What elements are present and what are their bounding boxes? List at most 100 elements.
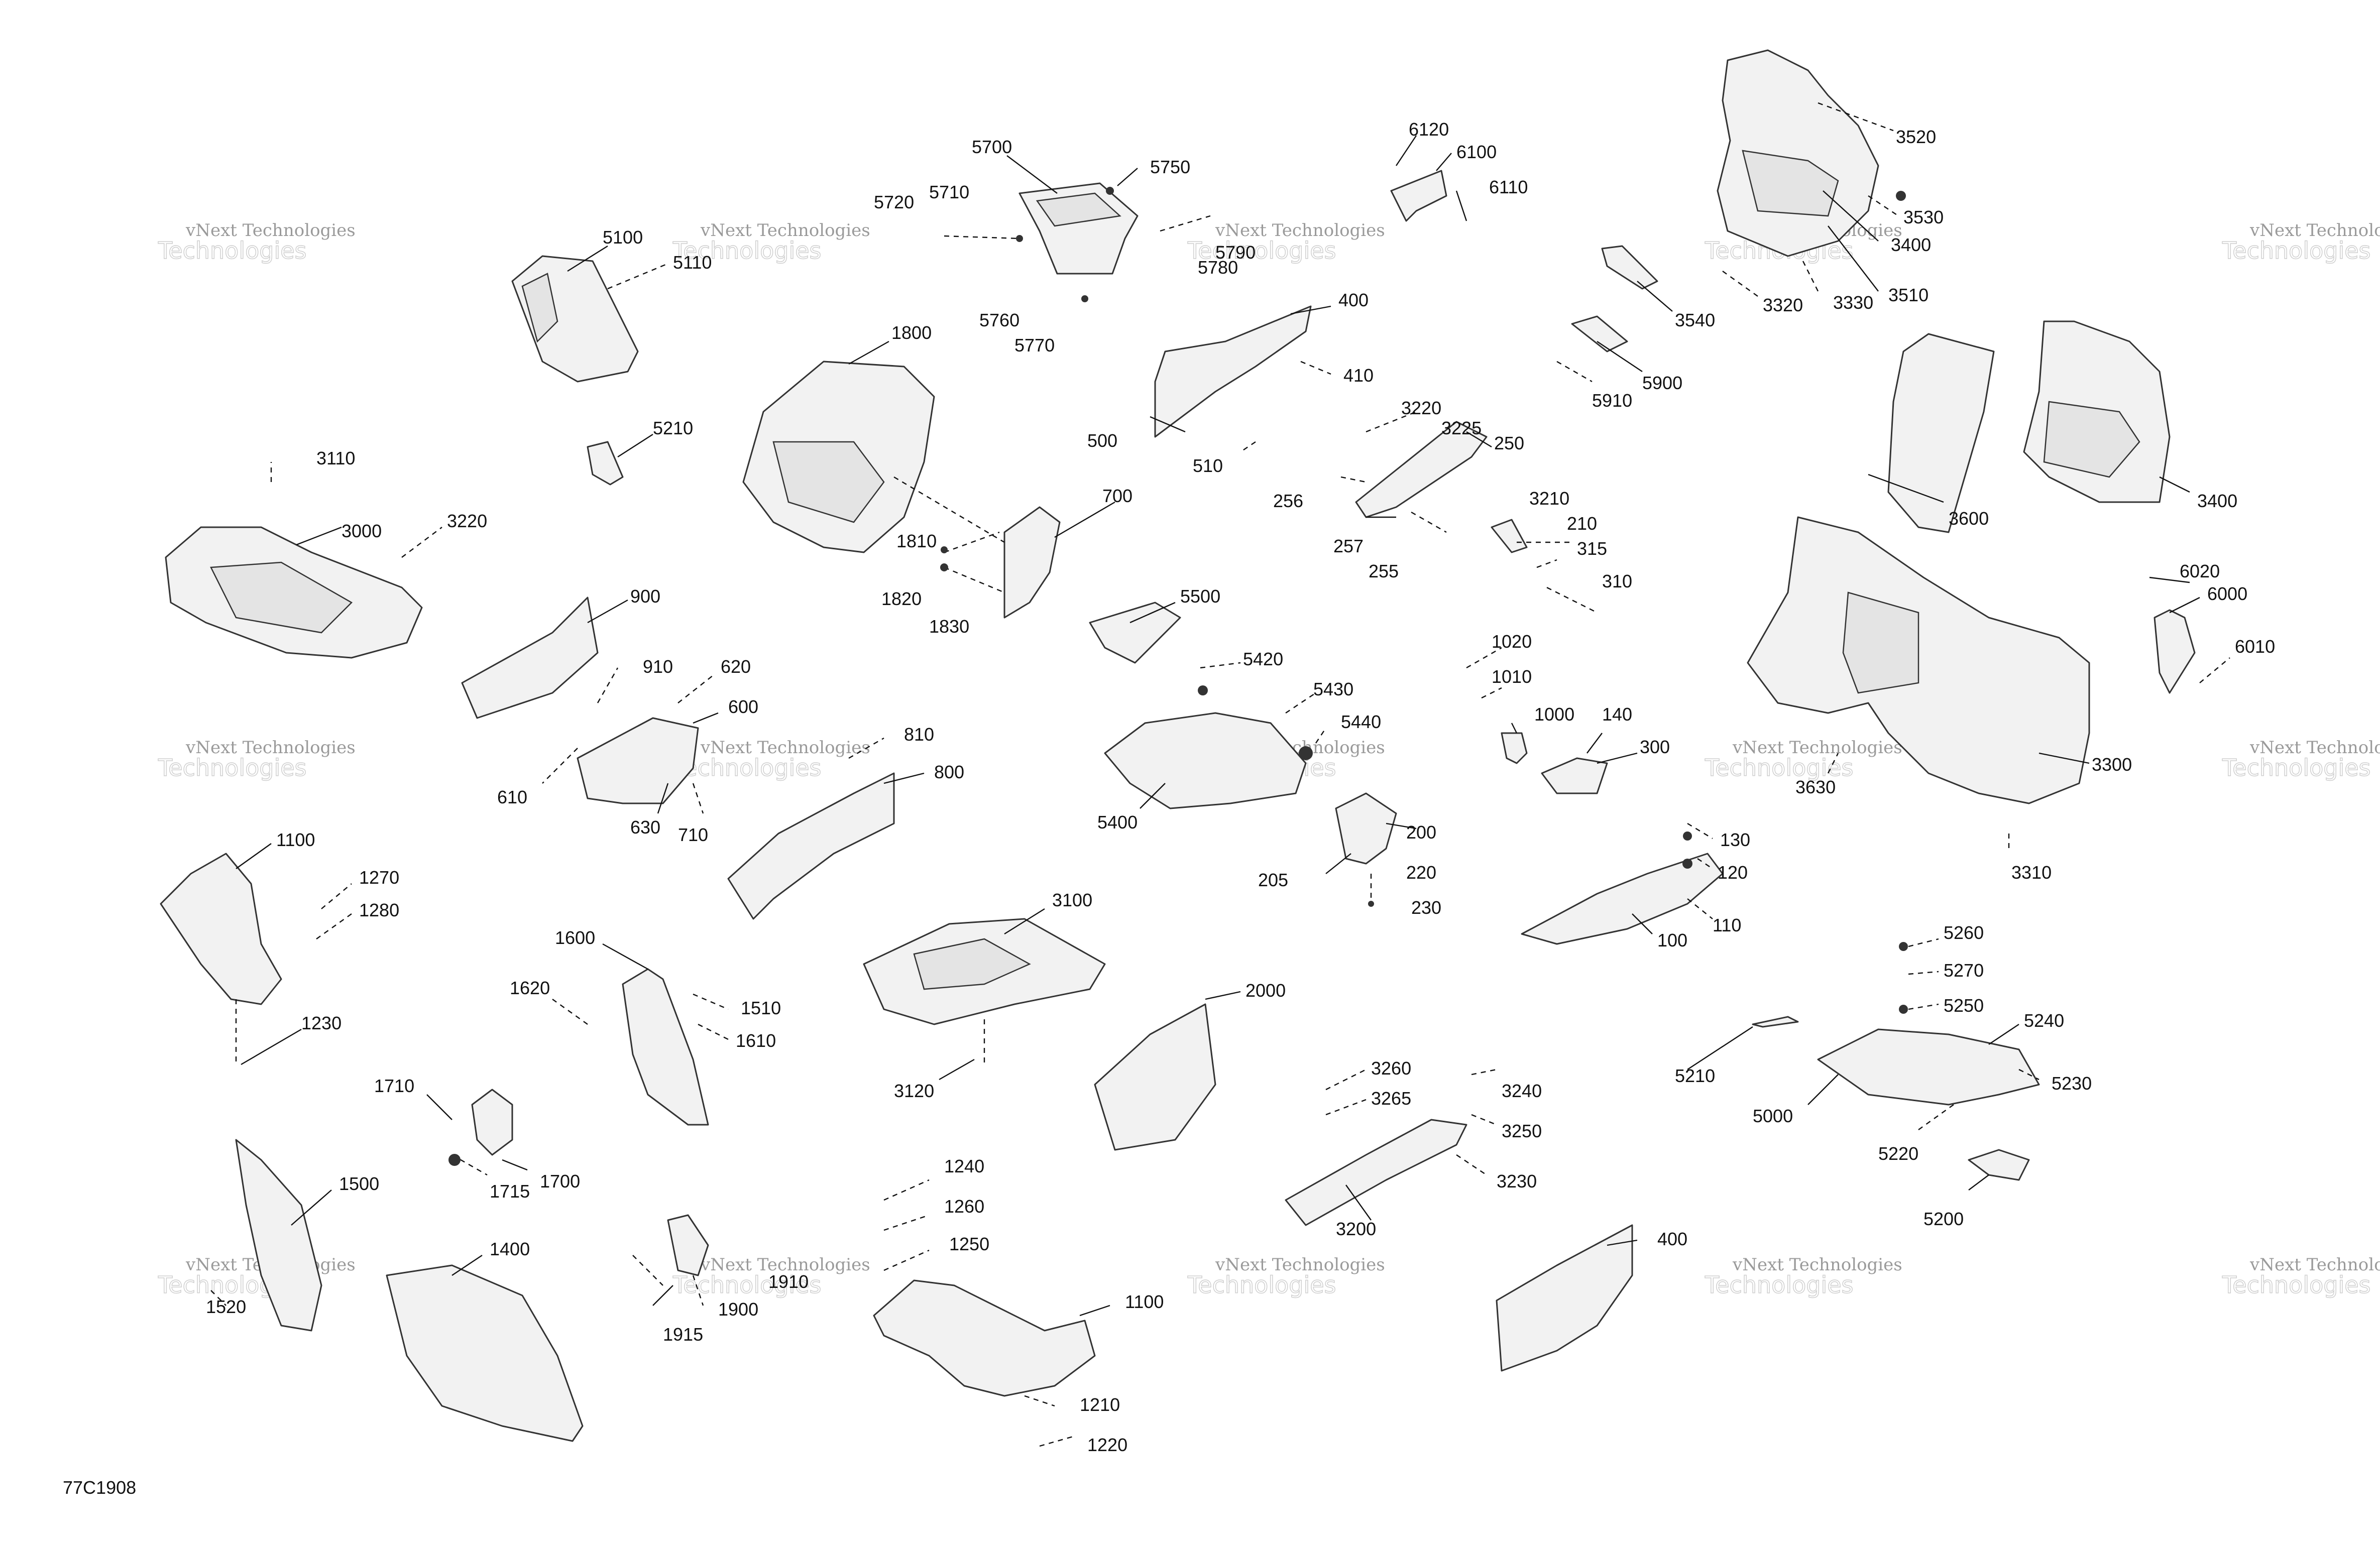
callout-label: 256 xyxy=(1273,491,1303,511)
hardware-markers xyxy=(448,187,1908,1166)
callout-label: 3225 xyxy=(1441,418,1482,438)
leader xyxy=(1455,190,1467,221)
leader xyxy=(2159,476,2190,493)
callout-label: 1230 xyxy=(301,1013,342,1033)
callout-label: 510 xyxy=(1193,455,1223,476)
callout-label: 700 xyxy=(1102,486,1132,506)
callout-label: 1830 xyxy=(929,616,969,637)
part-3300-tub xyxy=(1842,591,1919,694)
leader xyxy=(1607,1239,1638,1246)
callout-label: 3250 xyxy=(1502,1121,1542,1141)
part-3100-tread xyxy=(913,938,1031,990)
leader xyxy=(1908,1003,1939,1010)
leader xyxy=(1205,991,1241,1000)
leader xyxy=(1722,271,1758,297)
svg-text:Technologies: Technologies xyxy=(158,237,307,264)
leader xyxy=(2169,597,2200,614)
callout-label: 5760 xyxy=(979,310,1019,330)
watermark: vNext Technologies Technologies xyxy=(2221,220,2380,265)
fastener-dot xyxy=(1682,859,1692,869)
callout-label: 3320 xyxy=(1763,295,1803,315)
callout-label: 1610 xyxy=(736,1030,776,1051)
leader xyxy=(1325,853,1351,874)
callout-label: 5200 xyxy=(1923,1209,1964,1229)
part-600 xyxy=(577,717,699,804)
part-100 xyxy=(1521,853,1724,945)
fastener-dot xyxy=(941,546,948,553)
callout-label: 1250 xyxy=(949,1234,989,1254)
callout-label: 1820 xyxy=(881,588,922,609)
part-2000 xyxy=(1094,1003,1216,1151)
leader xyxy=(1687,822,1713,840)
callout-label: 400 xyxy=(1338,290,1369,310)
callout-label: 3000 xyxy=(342,521,382,541)
leader xyxy=(1597,341,1643,372)
leader xyxy=(1004,908,1045,935)
watermark: vNext Technologies Technologies xyxy=(1187,220,1385,265)
leader xyxy=(1456,1154,1487,1175)
callout-label: 200 xyxy=(1406,822,1436,843)
callout-label: 3630 xyxy=(1795,777,1836,797)
callout-label: 5100 xyxy=(603,227,643,248)
svg-text:Technologies: Technologies xyxy=(1705,754,1854,781)
callout-label: 1910 xyxy=(768,1271,809,1292)
leader xyxy=(1290,305,1331,315)
leader xyxy=(1345,1184,1372,1221)
part-5000 xyxy=(1817,1028,2040,1106)
callout-label: 3220 xyxy=(1401,398,1441,418)
fastener-dot xyxy=(1368,901,1374,907)
part-3400-upper xyxy=(1717,49,1879,257)
leader xyxy=(1140,783,1166,809)
leader xyxy=(451,1154,488,1176)
callout-label: 5230 xyxy=(2052,1073,2092,1094)
callout-label: 500 xyxy=(1087,430,1117,451)
leader xyxy=(1637,281,1673,312)
part-1100-bottom xyxy=(873,1279,1096,1397)
callout-label: 3330 xyxy=(1833,292,1873,313)
callout-label: 410 xyxy=(1343,365,1374,386)
leader xyxy=(1129,602,1176,624)
callout-label: 3530 xyxy=(1903,207,1944,227)
callout-label: 710 xyxy=(678,824,708,845)
callout-label: 5240 xyxy=(2024,1010,2064,1031)
callout-label: 120 xyxy=(1718,862,1748,883)
leader xyxy=(236,843,272,869)
leader xyxy=(1597,752,1638,764)
callout-label: 130 xyxy=(1720,829,1750,850)
watermark: vNext Technologies Technologies xyxy=(157,1255,356,1299)
callout-label: 220 xyxy=(1406,862,1436,883)
svg-text:vNext Technologies: vNext Technologies xyxy=(1215,1255,1385,1275)
callout-label: 6000 xyxy=(2207,583,2247,604)
callout-label: 3265 xyxy=(1371,1088,1411,1109)
leader xyxy=(848,737,884,759)
callout-label: 6020 xyxy=(2180,561,2220,581)
part-5900 xyxy=(1571,315,1628,352)
leader xyxy=(1054,501,1115,538)
callout-label: 5260 xyxy=(1944,922,1984,943)
callout-label: 1500 xyxy=(339,1173,379,1194)
leader xyxy=(944,531,1000,553)
callout-labels: 5700 5750 5720 5710 5780 5790 5760 5770 … xyxy=(206,119,2275,1455)
svg-text:Technologies: Technologies xyxy=(1705,1271,1854,1298)
callout-label: 5430 xyxy=(1313,679,1353,699)
svg-text:Technologies: Technologies xyxy=(672,237,822,264)
svg-text:vNext Technologies: vNext Technologies xyxy=(700,738,870,758)
leader xyxy=(1039,1435,1075,1447)
fastener-dot xyxy=(1896,191,1906,201)
callout-label: 1270 xyxy=(359,867,399,888)
part-6000 xyxy=(2154,609,2196,694)
leader xyxy=(883,1179,930,1201)
callout-label: 5720 xyxy=(874,192,914,212)
callout-label: 1280 xyxy=(359,900,399,920)
leader xyxy=(692,783,704,814)
leader xyxy=(632,1255,663,1286)
callout-label: 3210 xyxy=(1529,488,1569,509)
part-700 xyxy=(1003,506,1061,619)
leader xyxy=(542,748,578,784)
leader xyxy=(893,476,1005,543)
leader xyxy=(1697,858,1713,869)
leader xyxy=(451,1255,483,1276)
leader xyxy=(1586,733,1603,754)
leader xyxy=(677,675,714,703)
leader xyxy=(1536,559,1557,568)
